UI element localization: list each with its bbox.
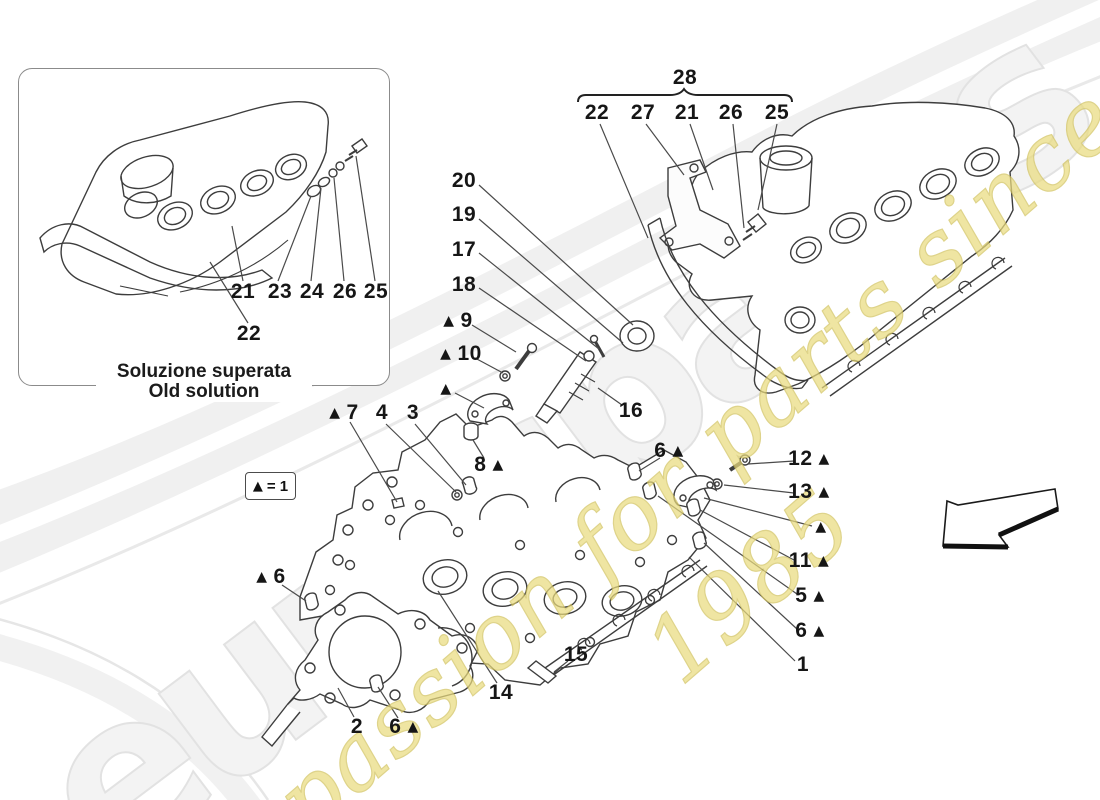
triangle-marker-icon: ▲ (815, 519, 827, 535)
callout-number: 17 (451, 238, 477, 261)
callout-old-25: 25 (364, 280, 388, 304)
callout-p12: 12 ▲ (788, 447, 830, 471)
legend-box: ▲ = 1 (245, 472, 296, 500)
triangle-marker-icon: ▲ (818, 451, 830, 467)
callout-number: 3 (406, 401, 420, 424)
callout-number: 11 (788, 549, 812, 572)
triangle-marker-icon: ▲ (443, 313, 455, 329)
callout-number: 2 (350, 715, 364, 738)
callout-number: 22 (584, 101, 610, 124)
callout-p13: 13 ▲ (788, 480, 830, 504)
legend-text: = 1 (266, 477, 289, 495)
callout-tri-a: ▲ (440, 381, 451, 397)
callout-p16: 16 (619, 399, 643, 423)
callout-number: 22 (236, 322, 262, 345)
head-gasket-figure (261, 591, 479, 748)
callout-p6-left: ▲6 (256, 565, 285, 589)
callout-old-23: 23 (268, 280, 292, 304)
callout-number: 21 (674, 101, 700, 124)
callout-p6-bottom: 6▲ (389, 715, 418, 739)
callout-number: 7 (346, 401, 359, 424)
triangle-marker-icon: ▲ (440, 346, 452, 362)
callout-number: 4 (375, 401, 389, 424)
callout-number: 12 (788, 447, 813, 470)
triangle-marker-icon: ▲ (817, 553, 830, 569)
callout-number: 20 (451, 169, 477, 192)
triangle-marker-icon: ▲ (329, 405, 341, 421)
callout-p15: 15 (564, 643, 588, 667)
callout-number: 26 (718, 101, 744, 124)
callout-top-22: 22 (585, 101, 609, 125)
callout-p20: 20 (452, 169, 476, 193)
callout-old-21: 21 (231, 280, 255, 304)
callout-number: 1 (796, 653, 810, 676)
callout-number: 18 (451, 273, 477, 296)
callout-number: 28 (672, 66, 698, 89)
callout-p10: ▲ 10 (440, 342, 482, 366)
callout-p6-right: 6▲ (795, 619, 824, 643)
callout-p17: 17 (452, 238, 476, 262)
callout-number: 5 (795, 584, 808, 607)
triangle-marker-icon: ▲ (818, 484, 830, 500)
new-cover-figure (647, 101, 1020, 397)
callout-p4: 4 (376, 401, 388, 425)
callout-top-26: 26 (719, 101, 743, 125)
triangle-marker-icon: ▲ (492, 457, 504, 473)
old-solution-inset-box (18, 68, 390, 386)
callout-top-21: 21 (675, 101, 699, 125)
callout-p5: 5▲ (795, 584, 824, 608)
callout-p14: 14 (489, 681, 513, 705)
cylinder-head-figure (299, 413, 711, 686)
callout-p3: 3 (407, 401, 419, 425)
callout-tri-b: ▲ (815, 519, 826, 535)
callout-p1: 1 (797, 653, 809, 677)
callout-number: 25 (363, 280, 389, 303)
direction-arrow (942, 488, 1060, 550)
callout-number: 15 (563, 643, 589, 666)
callout-number: 21 (230, 280, 256, 303)
callout-number: 27 (630, 101, 656, 124)
callout-top-25: 25 (765, 101, 789, 125)
callout-number: 13 (788, 480, 813, 503)
callout-p11: 11 ▲ (789, 549, 829, 573)
triangle-marker-icon: ▲ (256, 569, 268, 585)
callout-p6-upper: 6▲ (654, 439, 683, 463)
caption-line-english: Old solution (148, 381, 260, 402)
callout-number: 19 (451, 203, 477, 226)
callout-number: 25 (764, 101, 790, 124)
callout-p8: 8▲ (474, 453, 503, 477)
inset-caption: Soluzione superata Old solution (96, 362, 312, 402)
callout-number: 23 (267, 280, 293, 303)
callout-old-24: 24 (300, 280, 324, 304)
callout-number: 14 (488, 681, 514, 704)
callout-number: 8 (474, 453, 487, 476)
callout-number: 6 (273, 565, 286, 588)
callout-p18: 18 (452, 273, 476, 297)
callout-number: 26 (332, 280, 358, 303)
callout-number: 24 (299, 280, 325, 303)
triangle-marker-icon: ▲ (407, 719, 419, 735)
triangle-marker-icon: ▲ (813, 588, 825, 604)
callout-number: 6 (654, 439, 667, 462)
callout-p2: 2 (351, 715, 363, 739)
callout-p7: ▲7 (329, 401, 358, 425)
callout-number: 6 (795, 619, 808, 642)
caption-line-italian: Soluzione superata (116, 361, 292, 382)
callout-group-28: 28 (673, 66, 697, 90)
callout-p19: 19 (452, 203, 476, 227)
legend-triangle-icon: ▲ (252, 478, 263, 494)
callout-number: 6 (389, 715, 402, 738)
triangle-marker-icon: ▲ (672, 443, 684, 459)
callout-old-26: 26 (333, 280, 357, 304)
callout-old-22: 22 (237, 322, 261, 346)
callout-number: 10 (457, 342, 482, 365)
new-cover-leaders (599, 123, 778, 239)
callout-top-27: 27 (631, 101, 655, 125)
callout-p9: ▲9 (443, 309, 472, 333)
triangle-marker-icon: ▲ (813, 623, 825, 639)
callout-number: 16 (618, 399, 644, 422)
callout-number: 9 (460, 309, 473, 332)
triangle-marker-icon: ▲ (440, 381, 452, 397)
